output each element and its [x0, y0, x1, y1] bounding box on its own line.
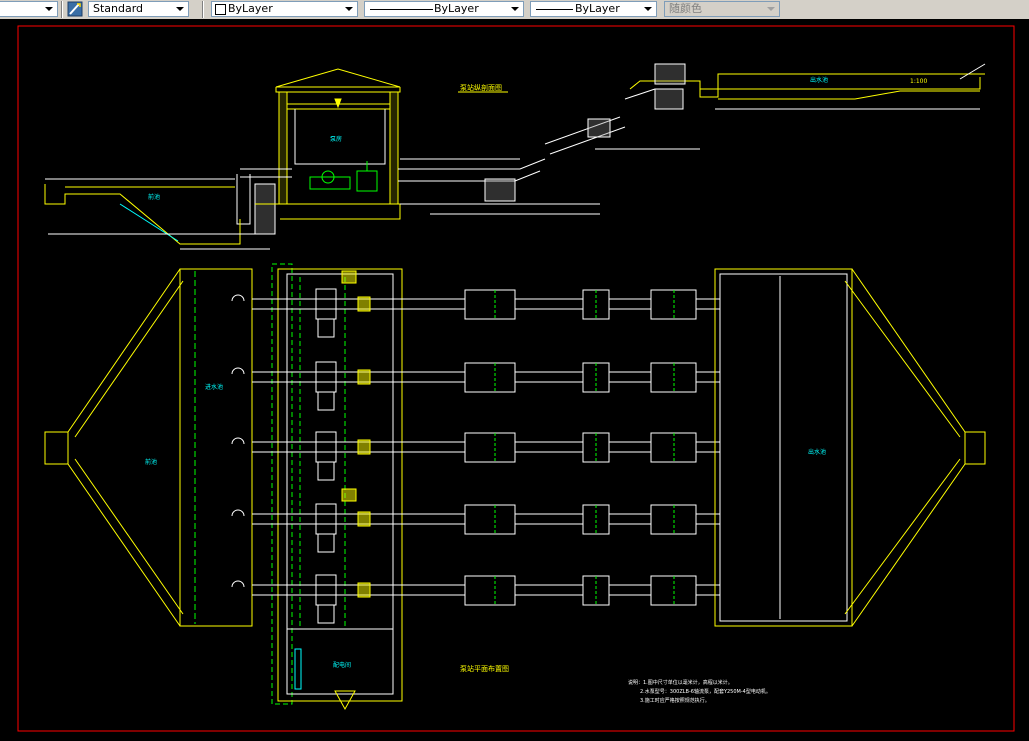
lineweight-value: ByLayer: [575, 2, 620, 15]
linetype-select[interactable]: ByLayer: [364, 1, 524, 17]
text-style-value: Standard: [93, 2, 144, 15]
plan-label-intake: 进水池: [205, 383, 223, 391]
toolbar-separator: [61, 1, 63, 18]
note-line-1: 说明：1.图中尺寸单位以毫米计，高程以米计。: [628, 679, 733, 686]
plot-style-select[interactable]: 随颜色: [664, 1, 780, 17]
text-style-icon[interactable]: [67, 1, 83, 17]
cad-drawing[interactable]: 泵站纵剖面图 泵房 前池 出水池 1:100: [0, 19, 1029, 736]
dropdown-arrow-icon[interactable]: [642, 3, 654, 15]
dropdown-arrow-icon[interactable]: [765, 3, 777, 15]
text-style-select[interactable]: Standard: [88, 1, 189, 17]
line-sample-icon: [536, 9, 573, 10]
color-select[interactable]: ByLayer: [211, 1, 358, 17]
drawing-canvas[interactable]: 泵站纵剖面图 泵房 前池 出水池 1:100: [0, 19, 1029, 736]
dropdown-arrow-icon[interactable]: [174, 3, 186, 15]
section-label-pump-room: 泵房: [330, 135, 342, 143]
color-value: ByLayer: [228, 2, 273, 15]
linetype-value: ByLayer: [434, 2, 479, 15]
dropdown-arrow-icon[interactable]: [343, 3, 355, 15]
section-view: [44, 63, 986, 250]
dropdown-arrow-icon[interactable]: [43, 3, 55, 15]
note-line-2: 2.水泵型号：300ZLB-6轴流泵，配套Y250M-4型电动机。: [640, 688, 771, 695]
section-label-scale: 1:100: [910, 78, 927, 85]
truncated-combo[interactable]: [0, 1, 58, 17]
dropdown-arrow-icon[interactable]: [509, 3, 521, 15]
plan-view: [44, 263, 986, 711]
plan-label-control-room: 配电间: [333, 661, 351, 669]
plan-title: 泵站平面布置图: [460, 664, 509, 673]
color-swatch-icon: [215, 4, 226, 15]
lineweight-select[interactable]: ByLayer: [530, 1, 657, 17]
section-label-forebay: 前池: [148, 193, 160, 201]
section-label-outlet-pool: 出水池: [810, 76, 828, 84]
drawing-border: [17, 25, 1015, 732]
plot-style-value: 随颜色: [669, 2, 702, 15]
toolbar-separator: [202, 1, 204, 18]
properties-toolbar: Standard ByLayer ByLayer ByLayer 随颜色: [0, 0, 1029, 20]
plan-label-forebay: 前池: [145, 458, 157, 466]
note-line-3: 3.施工时应严格按照规范执行。: [640, 697, 710, 704]
plan-label-outlet-basin: 出水池: [808, 448, 826, 456]
section-title: 泵站纵剖面图: [460, 83, 502, 92]
line-sample-icon: [370, 9, 433, 10]
